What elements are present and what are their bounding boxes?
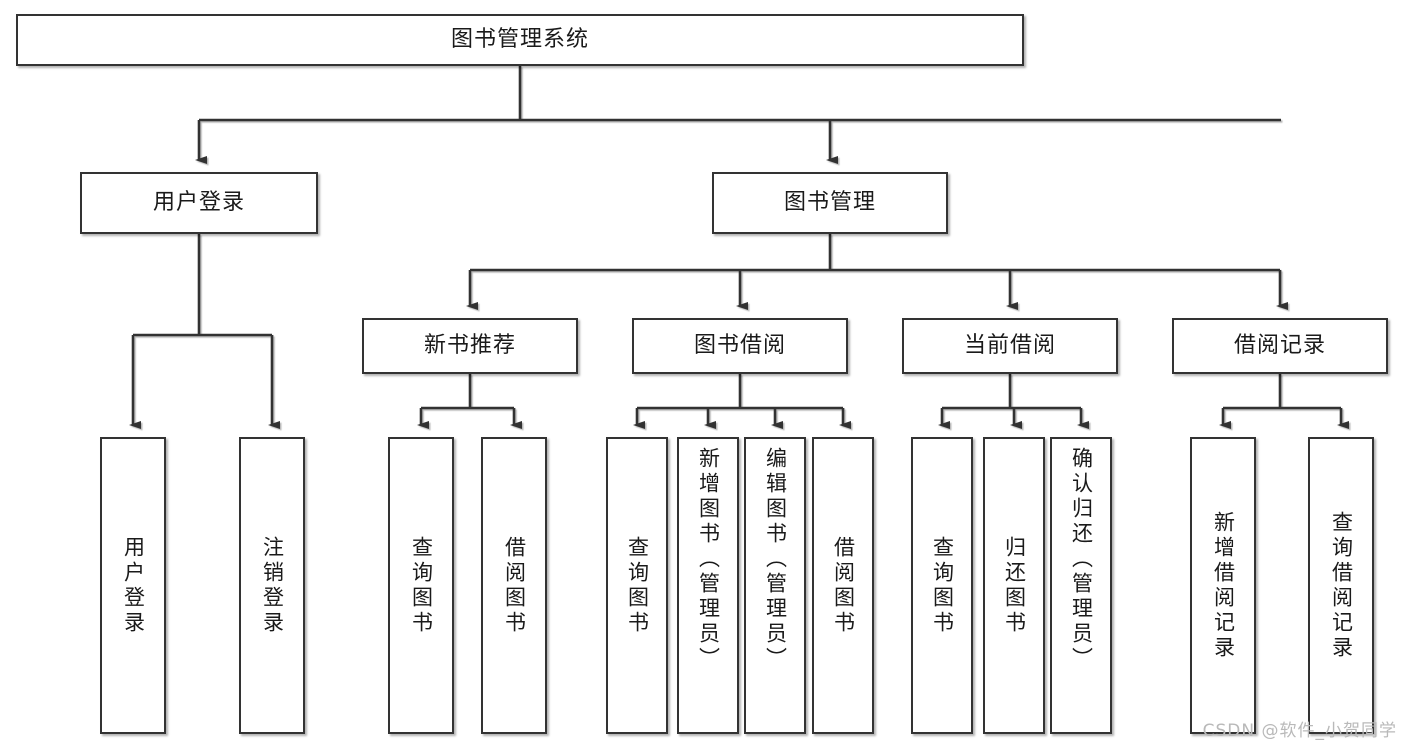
node-current-loan[interactable]: 当前借阅	[902, 318, 1118, 374]
node-leaf-borrow-book-2[interactable]: 借阅图书	[812, 437, 874, 734]
node-label: 查询图书	[409, 535, 434, 636]
node-book-manage[interactable]: 图书管理	[712, 172, 948, 234]
node-label: 借阅记录	[1233, 333, 1326, 359]
node-loan-records[interactable]: 借阅记录	[1172, 318, 1388, 374]
node-user-login[interactable]: 用户登录	[80, 172, 318, 234]
node-leaf-edit-book[interactable]: 编辑图书（管理员）	[744, 437, 806, 734]
node-label: 图书管理	[783, 190, 876, 216]
node-label: 当前借阅	[963, 333, 1056, 359]
node-root-system[interactable]: 图书管理系统	[16, 14, 1024, 66]
node-label: 确认归还（管理员）	[1069, 447, 1094, 672]
node-leaf-query-book-1[interactable]: 查询图书	[388, 437, 454, 734]
node-label: 查询图书	[930, 535, 955, 636]
node-leaf-user-login[interactable]: 用户登录	[100, 437, 166, 734]
node-label: 借阅图书	[831, 535, 856, 636]
node-leaf-borrow-book-1[interactable]: 借阅图书	[481, 437, 547, 734]
node-label: 用户登录	[121, 535, 146, 636]
csdn-watermark: CSDN @软件_小贺同学	[1202, 721, 1397, 741]
node-label: 新增图书（管理员）	[696, 447, 721, 672]
node-leaf-query-loan-record[interactable]: 查询借阅记录	[1308, 437, 1374, 734]
node-label: 图书借阅	[693, 333, 786, 359]
node-leaf-query-book-3[interactable]: 查询图书	[911, 437, 973, 734]
node-label: 编辑图书（管理员）	[763, 447, 788, 672]
node-label: 新书推荐	[423, 333, 516, 359]
node-leaf-add-loan-record[interactable]: 新增借阅记录	[1190, 437, 1256, 734]
node-label: 注销登录	[260, 535, 285, 636]
node-label: 查询图书	[625, 535, 650, 636]
node-leaf-logout[interactable]: 注销登录	[239, 437, 305, 734]
node-book-borrow[interactable]: 图书借阅	[632, 318, 848, 374]
node-label: 借阅图书	[502, 535, 527, 636]
node-leaf-return-book[interactable]: 归还图书	[983, 437, 1045, 734]
node-leaf-query-book-2[interactable]: 查询图书	[606, 437, 668, 734]
node-leaf-confirm-return[interactable]: 确认归还（管理员）	[1050, 437, 1112, 734]
node-label: 图书管理系统	[450, 27, 589, 53]
node-leaf-add-book[interactable]: 新增图书（管理员）	[677, 437, 739, 734]
node-label: 用户登录	[152, 190, 245, 216]
node-label: 新增借阅记录	[1211, 510, 1236, 661]
node-new-book-rec[interactable]: 新书推荐	[362, 318, 578, 374]
node-label: 查询借阅记录	[1329, 510, 1354, 661]
node-label: 归还图书	[1002, 535, 1027, 636]
